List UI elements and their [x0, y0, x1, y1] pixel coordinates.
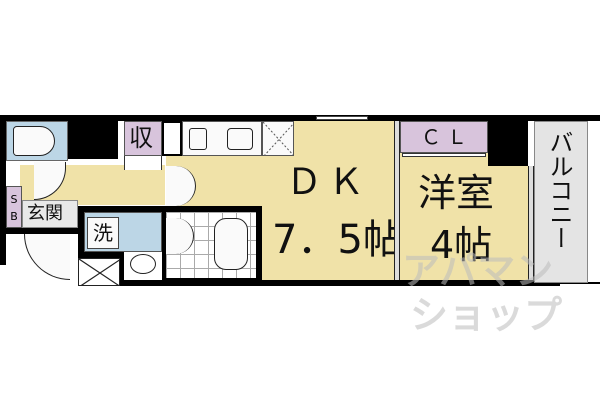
entrance-label: 玄関 — [27, 203, 63, 224]
storage-door — [124, 156, 162, 170]
toilet-room — [6, 121, 68, 161]
closet-door — [402, 153, 486, 157]
balcony-label: バルコニー — [545, 130, 573, 250]
watermark-line1: アパマン — [402, 249, 554, 293]
storage-room: 収 — [124, 121, 162, 156]
shoe-box-label-b: B — [10, 210, 18, 223]
western-room-column — [488, 121, 528, 166]
toilet-right-wall — [68, 121, 118, 159]
entrance: 玄関 — [22, 200, 78, 228]
pipe-shaft — [78, 258, 120, 286]
balcony-window — [528, 166, 534, 280]
shoe-box-label-s: S — [10, 193, 18, 206]
washer-label: 洗 — [93, 221, 113, 245]
western-room-label: 洋室 — [418, 171, 495, 215]
balcony — [534, 121, 588, 283]
basin-area — [124, 252, 162, 280]
dk-label: ＤＫ — [286, 162, 371, 203]
bottom-line-balcony — [530, 282, 600, 284]
entrance-bottom-wall — [0, 228, 80, 234]
fridge-space — [262, 121, 295, 157]
kitchen-left-wall — [162, 121, 182, 156]
wash-basin-icon — [130, 254, 156, 274]
top-window — [316, 116, 368, 120]
entry-door-swing — [24, 234, 70, 280]
bottom-wall — [160, 280, 560, 286]
washer-space: 洗 — [87, 217, 119, 249]
left-wall — [0, 115, 6, 265]
washroom: 洗 — [84, 212, 162, 252]
pipe-shaft-cross-icon — [79, 259, 119, 285]
bath-door-swing — [166, 218, 194, 254]
bathtub-icon — [214, 218, 248, 270]
bathroom — [166, 212, 256, 278]
stove-icon — [189, 128, 207, 150]
sliding-door-partition — [394, 121, 400, 280]
western-room-size-label: 4帖 — [430, 223, 493, 267]
watermark-line2: ショップ — [410, 293, 563, 337]
top-wall — [0, 115, 600, 121]
shoe-box: S B — [6, 186, 22, 228]
toilet-icon — [13, 126, 55, 156]
kitchen-counter — [182, 121, 262, 156]
dk-size-label: 7．5帖 — [272, 217, 403, 263]
fridge-cross-icon — [263, 122, 295, 157]
sink-icon — [227, 128, 253, 150]
closet-label: ＣＬ — [421, 125, 473, 149]
storage-label: 収 — [129, 124, 153, 152]
closet: ＣＬ — [400, 121, 488, 153]
